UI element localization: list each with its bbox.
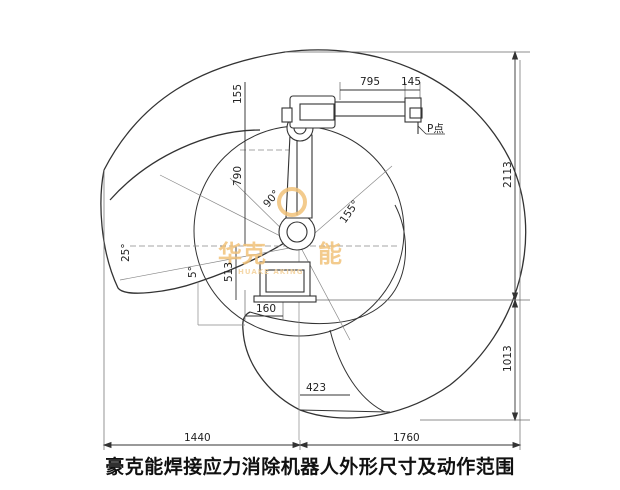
dim-total-height: 2113 (502, 161, 514, 188)
watermark: 华克 能 HUAKE AKING (218, 187, 342, 276)
dim-base-height: 513 (223, 262, 235, 282)
upper-arm (285, 134, 313, 219)
dim-right-reach: 1760 (393, 432, 420, 444)
dim-top-arm: 795 (360, 76, 380, 88)
angle-left-tilt: 25° (120, 243, 132, 262)
lower-inner-arc (329, 329, 386, 413)
joint-2 (278, 213, 316, 251)
lower-reach-arc (242, 311, 301, 411)
inner-swing-arc (249, 204, 406, 324)
left-inner-arc (109, 129, 261, 201)
dimension-lines (102, 50, 522, 449)
p-point-label: P点 (427, 123, 444, 135)
forearm (334, 101, 408, 117)
svg-text:HUAKE AKING: HUAKE AKING (238, 268, 303, 276)
p-point-marker (417, 125, 445, 135)
dim-inner-radius: 423 (306, 382, 326, 394)
bottom-spiral-edge (299, 409, 391, 413)
svg-text:能: 能 (318, 240, 342, 268)
robot-arm (253, 95, 423, 303)
figure-caption: 豪克能焊接应力消除机器人外形尺寸及动作范围 (105, 456, 515, 478)
forearm-housing (289, 95, 336, 129)
left-reach-arc (100, 169, 301, 294)
angle-j3: 155° (338, 198, 362, 226)
dim-base-offset: 160 (256, 303, 276, 315)
dim-arm-vertical: 790 (232, 166, 244, 186)
watermark-logo-icon (277, 187, 307, 217)
dim-upper-left: 155 (232, 84, 244, 104)
svg-text:华克: 华克 (218, 240, 266, 268)
dim-left-reach: 1440 (184, 432, 211, 444)
outer-reach-arc (103, 49, 527, 419)
dim-top-wrist: 145 (401, 76, 421, 88)
wrist (404, 97, 422, 123)
dim-lower-height: 1013 (502, 345, 514, 372)
angle-base-tilt: 5° (187, 266, 199, 278)
